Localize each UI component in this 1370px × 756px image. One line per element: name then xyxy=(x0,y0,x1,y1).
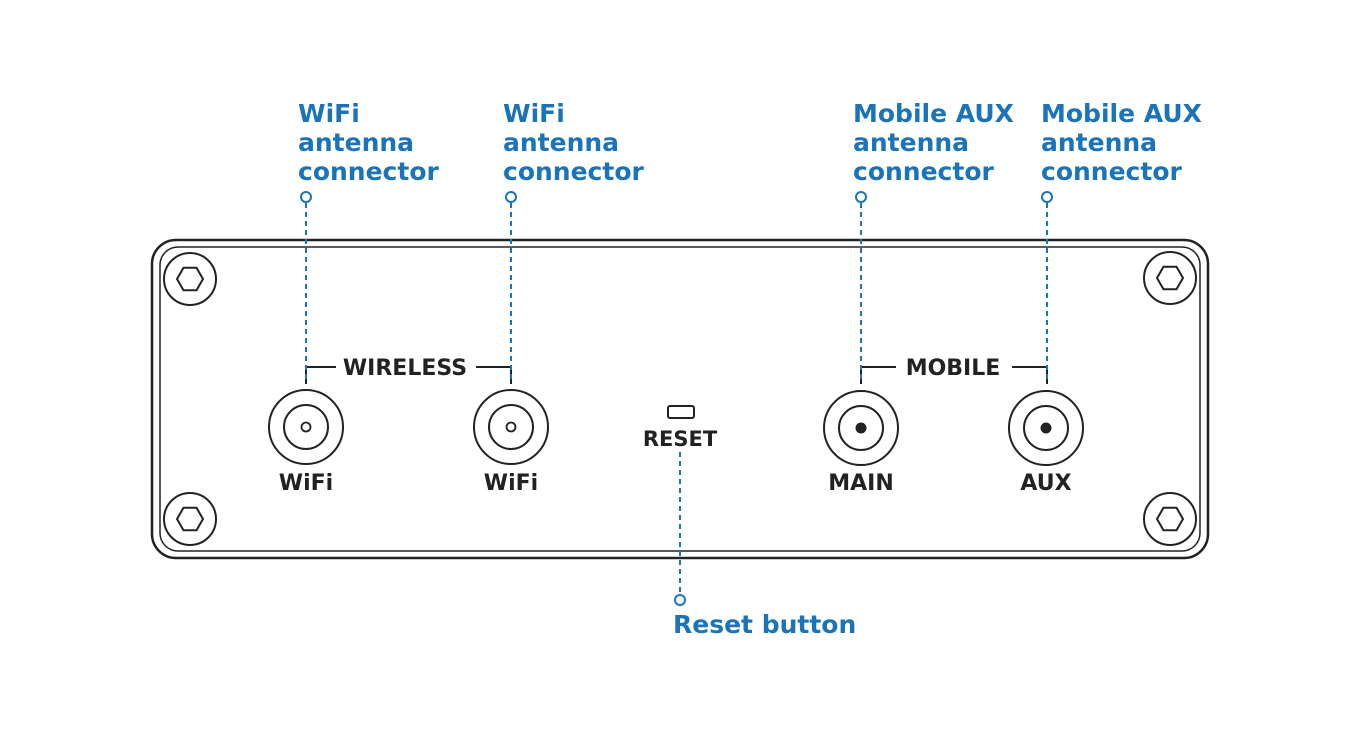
reset-label: RESET xyxy=(643,427,718,451)
callout-line: Mobile AUX xyxy=(1041,99,1202,128)
callout-line: connector xyxy=(503,157,644,186)
leader-line-main xyxy=(855,191,867,382)
callout-line: WiFi xyxy=(298,99,360,128)
screw-icon-bottom-left xyxy=(163,492,217,546)
callout-reset-button: Reset button xyxy=(673,610,856,639)
mobile-group-label: MOBILE xyxy=(906,356,1001,381)
callout-mobile-aux-antenna-connector-1: Mobile AUX antenna connector xyxy=(853,99,1014,186)
port-label-aux: AUX xyxy=(1020,471,1071,496)
main-connector-icon xyxy=(823,390,899,466)
callout-line: connector xyxy=(1041,157,1182,186)
callout-wifi-antenna-connector-1: WiFi antenna connector xyxy=(298,99,439,186)
leader-line-wifi-1 xyxy=(300,191,312,382)
callout-line: antenna xyxy=(1041,128,1158,157)
panel-outer-outline xyxy=(150,238,1210,560)
aux-connector-icon xyxy=(1008,390,1084,466)
callout-line: Mobile AUX xyxy=(853,99,1014,128)
screw-icon-top-right xyxy=(1143,251,1197,305)
callout-line: Reset button xyxy=(673,610,857,639)
callout-line: antenna xyxy=(853,128,970,157)
panel-inner-outline xyxy=(159,246,1201,552)
port-label-wifi-2: WiFi xyxy=(484,471,538,496)
callout-line: connector xyxy=(853,157,994,186)
leader-line-wifi-2 xyxy=(505,191,517,382)
screw-icon-bottom-right xyxy=(1143,492,1197,546)
port-label-main: MAIN xyxy=(828,471,894,496)
leader-line-aux xyxy=(1041,191,1053,382)
leader-line-reset xyxy=(674,452,686,606)
port-label-wifi-1: WiFi xyxy=(279,471,333,496)
callout-wifi-antenna-connector-2: WiFi antenna connector xyxy=(503,99,644,186)
wireless-group-label: WIRELESS xyxy=(343,356,467,381)
callout-line: antenna xyxy=(298,128,415,157)
wifi-connector-icon-2 xyxy=(473,389,549,465)
callout-line: connector xyxy=(298,157,439,186)
callout-mobile-aux-antenna-connector-2: Mobile AUX antenna connector xyxy=(1041,99,1202,186)
reset-button-icon xyxy=(667,405,695,419)
wifi-connector-icon-1 xyxy=(268,389,344,465)
screw-icon-top-left xyxy=(163,252,217,306)
callout-line: WiFi xyxy=(503,99,565,128)
callout-line: antenna xyxy=(503,128,620,157)
